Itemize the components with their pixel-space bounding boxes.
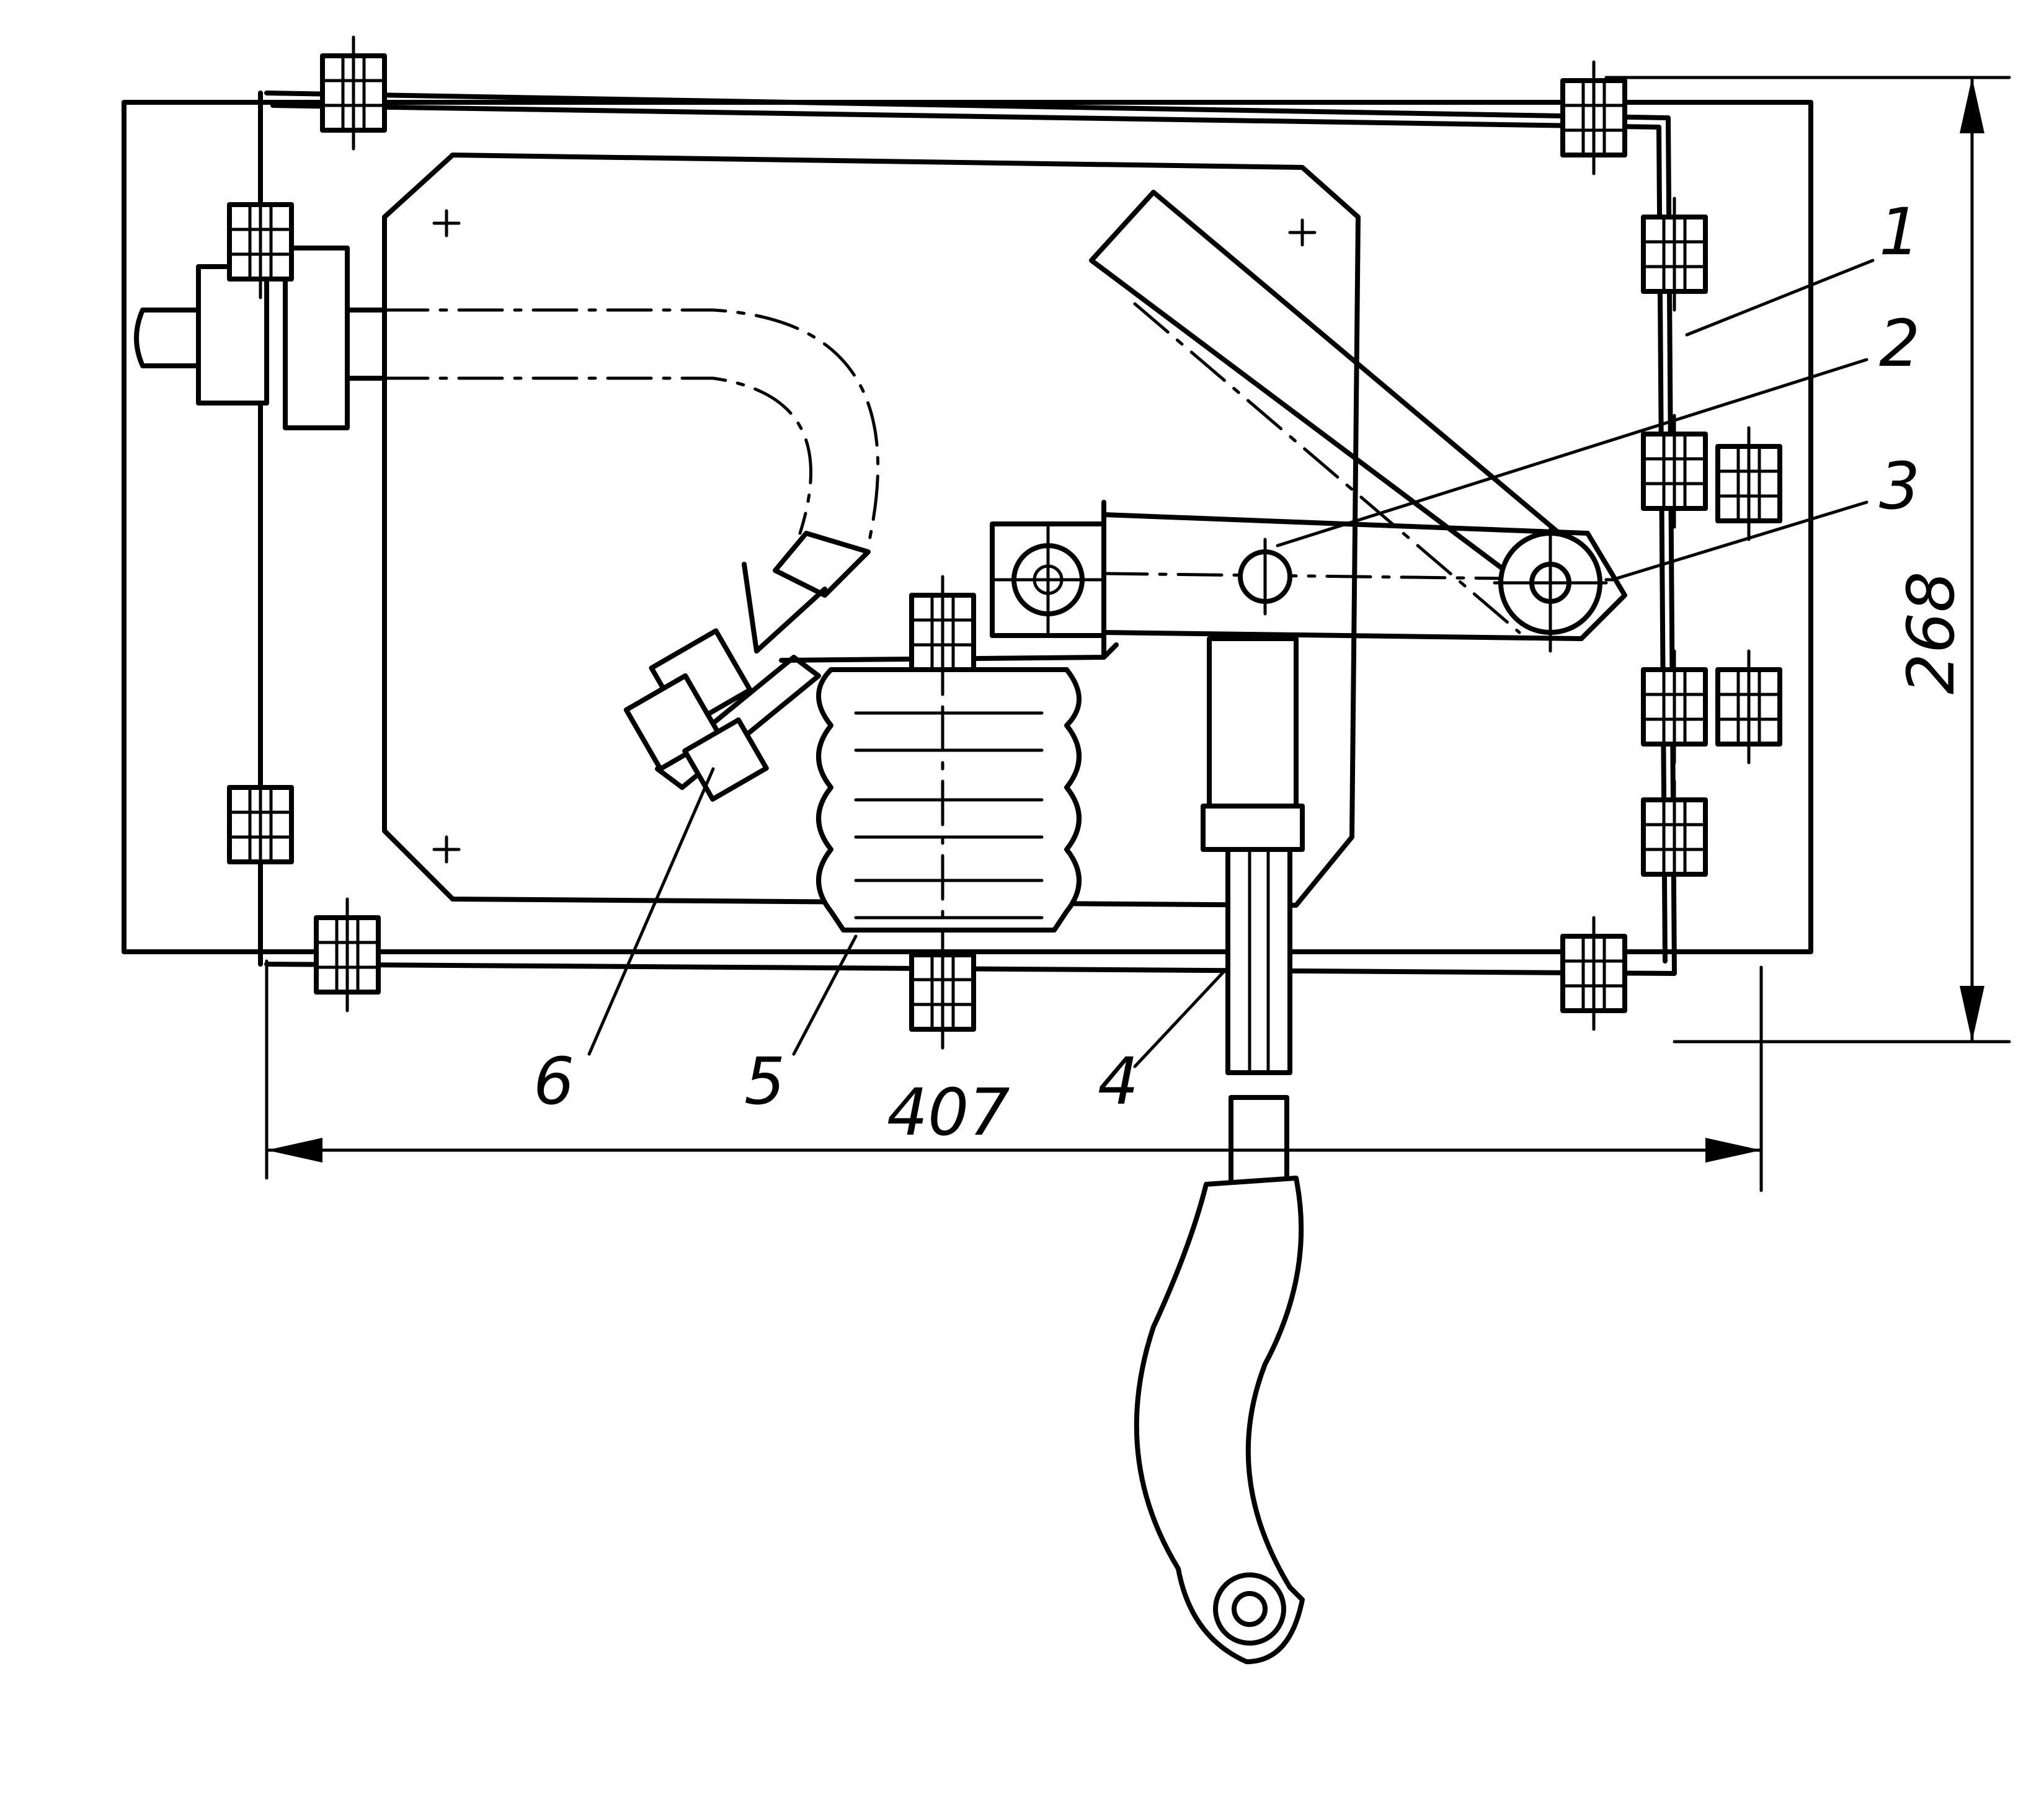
dimension-height: 268 bbox=[1604, 76, 2011, 1044]
right-pivot bbox=[1493, 525, 1608, 653]
input-terminal bbox=[134, 246, 387, 430]
part-label-6: 6 bbox=[533, 1044, 574, 1119]
part-label-1: 1 bbox=[1879, 194, 1920, 270]
insulator bbox=[816, 631, 1082, 1050]
part-label-3: 3 bbox=[1879, 448, 1920, 524]
part-label-5: 5 bbox=[744, 1044, 785, 1119]
pivot-bracket bbox=[779, 500, 1119, 663]
dimension-width: 407 bbox=[265, 959, 1763, 1192]
arc-horn bbox=[383, 308, 880, 598]
part-label-2: 2 bbox=[1879, 306, 1920, 381]
mounting-plate bbox=[382, 153, 1361, 908]
dimension-width-label: 407 bbox=[887, 1075, 1010, 1150]
dimension-height-label: 268 bbox=[1893, 571, 1969, 694]
fixed-contact bbox=[623, 562, 827, 802]
part-label-4: 4 bbox=[1098, 1044, 1139, 1119]
contact-lever bbox=[1101, 512, 1627, 641]
leader-lines bbox=[587, 259, 1875, 1068]
operating-handle bbox=[1134, 1095, 1305, 1664]
lever-pin bbox=[1238, 538, 1292, 616]
drive-rod bbox=[1201, 636, 1305, 1075]
